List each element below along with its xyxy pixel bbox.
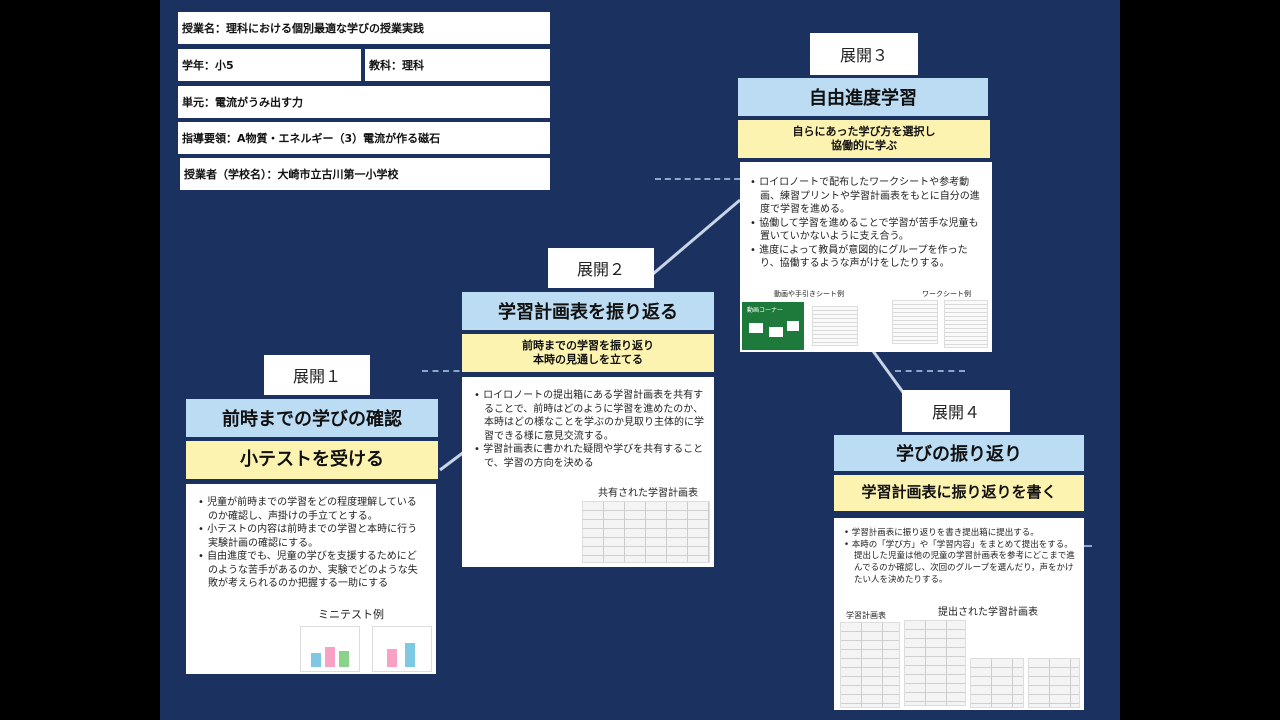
stage4-subtitle: 学習計画表に振り返りを書く	[834, 475, 1084, 511]
thumb-bar	[325, 647, 335, 667]
stage4-bullet-list: 学習計画表に振り返りを書き提出箱に提出する。 本時の「学び方」や「学習内容」をま…	[844, 528, 1076, 587]
stage1-label: 展開１	[264, 355, 370, 395]
stage2-subtitle-line1: 前時までの学習を振り返り	[522, 338, 654, 352]
stage3-bullet: 進度によって教員が意図的にグループを作ったり、協働するような声がけをしたりする。	[750, 244, 984, 271]
stage4-caption-left: 学習計画表	[846, 611, 886, 620]
mini-test-thumbnail-2	[372, 626, 432, 672]
shared-plan-thumbnail	[582, 501, 710, 563]
stage3-title: 自由進度学習	[738, 78, 988, 116]
stage2-bullet: ロイロノートの提出箱にある学習計画表を共有することで、前時はどのように学習を進め…	[474, 389, 706, 443]
stage3-caption-left: 動画や手引きシート例	[774, 290, 844, 298]
stage1-content: 児童が前時までの学習をどの程度理解しているのか確認し、声掛けの手立てとする。 小…	[186, 484, 436, 674]
thumb-bar	[405, 643, 415, 667]
dashed-line-end	[1082, 545, 1092, 547]
guideline: 指導要領：A物質・エネルギー（3）電流が作る磁石	[178, 122, 550, 154]
video-corner-label: 動画コーナー	[747, 307, 784, 314]
stage2-subtitle: 前時までの学習を振り返り 本時の見通しを立てる	[462, 334, 714, 372]
stage4-title: 学びの振り返り	[834, 435, 1084, 471]
stage3-caption-right: ワークシート例	[922, 290, 971, 298]
thumb-card	[787, 321, 799, 331]
submitted-plan-thumbnail-1	[904, 620, 966, 706]
stage3-bullet: 協働して学習を進めることで学習が苦手な児童も置いていかないように支え合う。	[750, 217, 984, 244]
dashed-line-stage4	[895, 370, 965, 372]
stage4-bullet: 本時の「学び方」や「学習内容」をまとめて提出をする。提出した児童は他の児童の学習…	[844, 540, 1076, 587]
stage2-content: ロイロノートの提出箱にある学習計画表を共有することで、前時はどのように学習を進め…	[462, 377, 714, 567]
thumb-bar	[311, 653, 321, 667]
stage3-bullet: ロイロノートで配布したワークシートや参考動画、練習プリントや学習計画表をもとに自…	[750, 176, 984, 217]
stage1-caption: ミニテスト例	[318, 608, 384, 621]
worksheet-thumbnail-2	[944, 300, 988, 348]
stage3-subtitle-line1: 自らにあった学び方を選択し	[792, 124, 936, 138]
stage1-bullet: 小テストの内容は前時までの学習と本時に行う実験計画の確認にする。	[198, 523, 426, 550]
stage1-bullet-list: 児童が前時までの学習をどの程度理解しているのか確認し、声掛けの手立てとする。 小…	[198, 496, 426, 591]
stage3-bullet-list: ロイロノートで配布したワークシートや参考動画、練習プリントや学習計画表をもとに自…	[750, 176, 984, 271]
mini-test-thumbnail-1	[300, 626, 360, 672]
thumb-bar	[387, 649, 397, 667]
stage1-subtitle: 小テストを受ける	[186, 441, 438, 479]
stage3-subtitle: 自らにあった学び方を選択し 協働的に学ぶ	[738, 120, 990, 158]
worksheet-thumbnail-1	[892, 300, 938, 344]
stage1-bullet: 自由進度でも、児童の学びを支援するためにどのような苦手があるのか、実験でどのよう…	[198, 550, 426, 591]
stage4-content: 学習計画表に振り返りを書き提出箱に提出する。 本時の「学び方」や「学習内容」をま…	[834, 518, 1084, 710]
stage2-title: 学習計画表を振り返る	[462, 292, 714, 330]
stage1-bullet: 児童が前時までの学習をどの程度理解しているのか確認し、声掛けの手立てとする。	[198, 496, 426, 523]
stage4-bullet: 学習計画表に振り返りを書き提出箱に提出する。	[844, 528, 1076, 540]
submitted-plan-thumbnail-2	[970, 658, 1024, 708]
submitted-plan-thumbnail-3	[1028, 658, 1080, 708]
stage3-label: 展開３	[810, 33, 918, 75]
video-corner-thumbnail: 動画コーナー	[742, 302, 804, 350]
slide: 授業名：理科における個別最適な学びの授業実践 学年：小5 教科：理科 単元：電流…	[160, 0, 1120, 720]
stage4-label: 展開４	[902, 390, 1010, 432]
grade: 学年：小5	[178, 49, 361, 81]
stage4-caption-right: 提出された学習計画表	[938, 607, 1038, 618]
thumb-bar	[339, 651, 349, 667]
stage2-bullet-list: ロイロノートの提出箱にある学習計画表を共有することで、前時はどのように学習を進め…	[474, 389, 706, 470]
stage2-caption: 共有された学習計画表	[598, 488, 698, 499]
unit: 単元：電流がうみ出す力	[178, 86, 550, 118]
stage2-subtitle-line2: 本時の見通しを立てる	[533, 353, 643, 366]
plan-thumbnail	[840, 622, 900, 708]
thumb-card	[749, 323, 763, 333]
stage3-content: ロイロノートで配布したワークシートや参考動画、練習プリントや学習計画表をもとに自…	[740, 162, 992, 352]
guide-sheet-thumbnail	[812, 306, 858, 346]
stage2-label: 展開２	[548, 248, 654, 288]
connector-line-2-3	[639, 198, 741, 287]
stage1-title: 前時までの学びの確認	[186, 399, 438, 437]
stage2-bullet: 学習計画表に書かれた疑問や学びを共有することで、学習の方向を決める	[474, 443, 706, 470]
teacher: 授業者（学校名）：大崎市立古川第一小学校	[180, 158, 550, 190]
thumb-card	[769, 327, 783, 337]
subject: 教科：理科	[365, 49, 550, 81]
stage3-subtitle-line2: 協働的に学ぶ	[831, 139, 897, 152]
lesson-name: 授業名：理科における個別最適な学びの授業実践	[178, 12, 550, 44]
dashed-line-stage3	[655, 178, 740, 180]
